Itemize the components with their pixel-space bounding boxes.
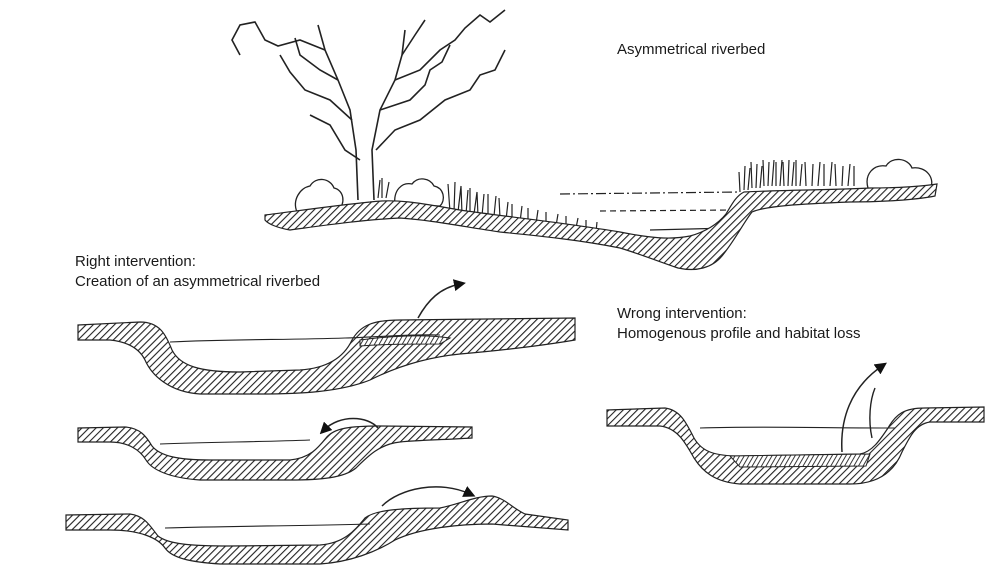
natural-bank [265, 184, 937, 270]
asymmetrical-riverbed-label: Asymmetrical riverbed [617, 40, 765, 59]
right-intervention-profile-3 [66, 487, 568, 564]
right-intervention-subtitle: Creation of an asymmetrical riverbed [75, 272, 320, 291]
wrong-intervention-title: Wrong intervention: [617, 304, 747, 323]
water-levels [560, 192, 740, 230]
right-intervention-profile-2 [78, 419, 472, 481]
wrong-intervention-subtitle: Homogenous profile and habitat loss [617, 324, 861, 343]
wrong-intervention-profile [607, 366, 984, 484]
tree-drawing [232, 10, 505, 200]
right-intervention-title: Right intervention: [75, 252, 196, 271]
right-intervention-profile-1 [78, 284, 575, 394]
natural-riverbed-section [232, 10, 937, 270]
